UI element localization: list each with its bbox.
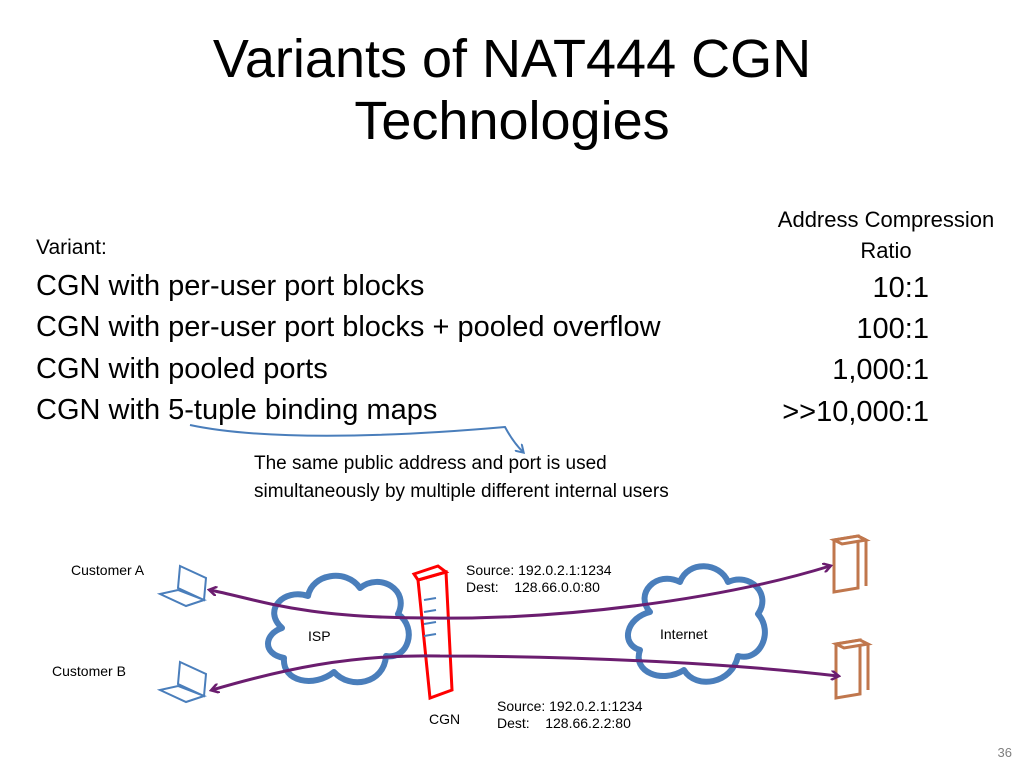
flow-a-arrow <box>210 566 830 620</box>
underline-annotation <box>189 424 523 452</box>
title-line-2: Technologies <box>354 91 670 151</box>
server-b-icon <box>831 638 873 700</box>
slide-title: Variants of NAT444 CGN Technologies <box>0 28 1024 152</box>
isp-cloud-icon <box>265 572 412 686</box>
annotation-note: The same public address and port is used… <box>254 453 669 502</box>
variant-item: CGN with per-user port blocks + pooled o… <box>36 311 661 343</box>
flow-a-info: Source: 192.0.2.1:1234 Dest: 128.66.0.0:… <box>466 562 612 596</box>
ratio-value: 100:1 <box>856 313 929 345</box>
variant-label: Variant: <box>36 236 107 259</box>
flow-b-info: Source: 192.0.2.1:1234 Dest: 128.66.2.2:… <box>497 698 643 732</box>
ratio-value: 1,000:1 <box>832 354 929 386</box>
internet-label: Internet <box>660 626 708 642</box>
flow-a-dest: Dest: 128.66.0.0:80 <box>466 579 600 595</box>
variant-item: CGN with pooled ports <box>36 353 328 385</box>
cgn-label: CGN <box>429 711 461 727</box>
customer-a-computer-icon <box>156 564 208 608</box>
ratio-value: 10:1 <box>872 272 929 304</box>
flow-b-dest: Dest: 128.66.2.2:80 <box>497 715 631 731</box>
customer-a-label: Customer A <box>71 562 145 578</box>
ratio-value: >>10,000:1 <box>782 396 929 428</box>
isp-label: ISP <box>308 628 331 644</box>
variant-item: CGN with 5-tuple binding maps <box>36 394 438 426</box>
server-a-icon <box>829 534 871 594</box>
ratio-header: Address Compression Ratio <box>752 204 1020 266</box>
ratio-header-line-2: Ratio <box>860 238 912 263</box>
variant-item: CGN with per-user port blocks <box>36 270 425 302</box>
customer-b-computer-icon <box>156 660 208 704</box>
flow-b-source: Source: 192.0.2.1:1234 <box>497 698 643 714</box>
customer-b-label: Customer B <box>52 663 126 679</box>
ratio-header-line-1: Address Compression <box>777 207 995 232</box>
cgn-device-icon <box>411 564 454 701</box>
title-line-1: Variants of NAT444 CGN <box>212 29 812 89</box>
page-number: 36 <box>997 745 1012 760</box>
flow-a-source: Source: 192.0.2.1:1234 <box>466 562 612 578</box>
flow-b-arrow <box>212 654 838 690</box>
